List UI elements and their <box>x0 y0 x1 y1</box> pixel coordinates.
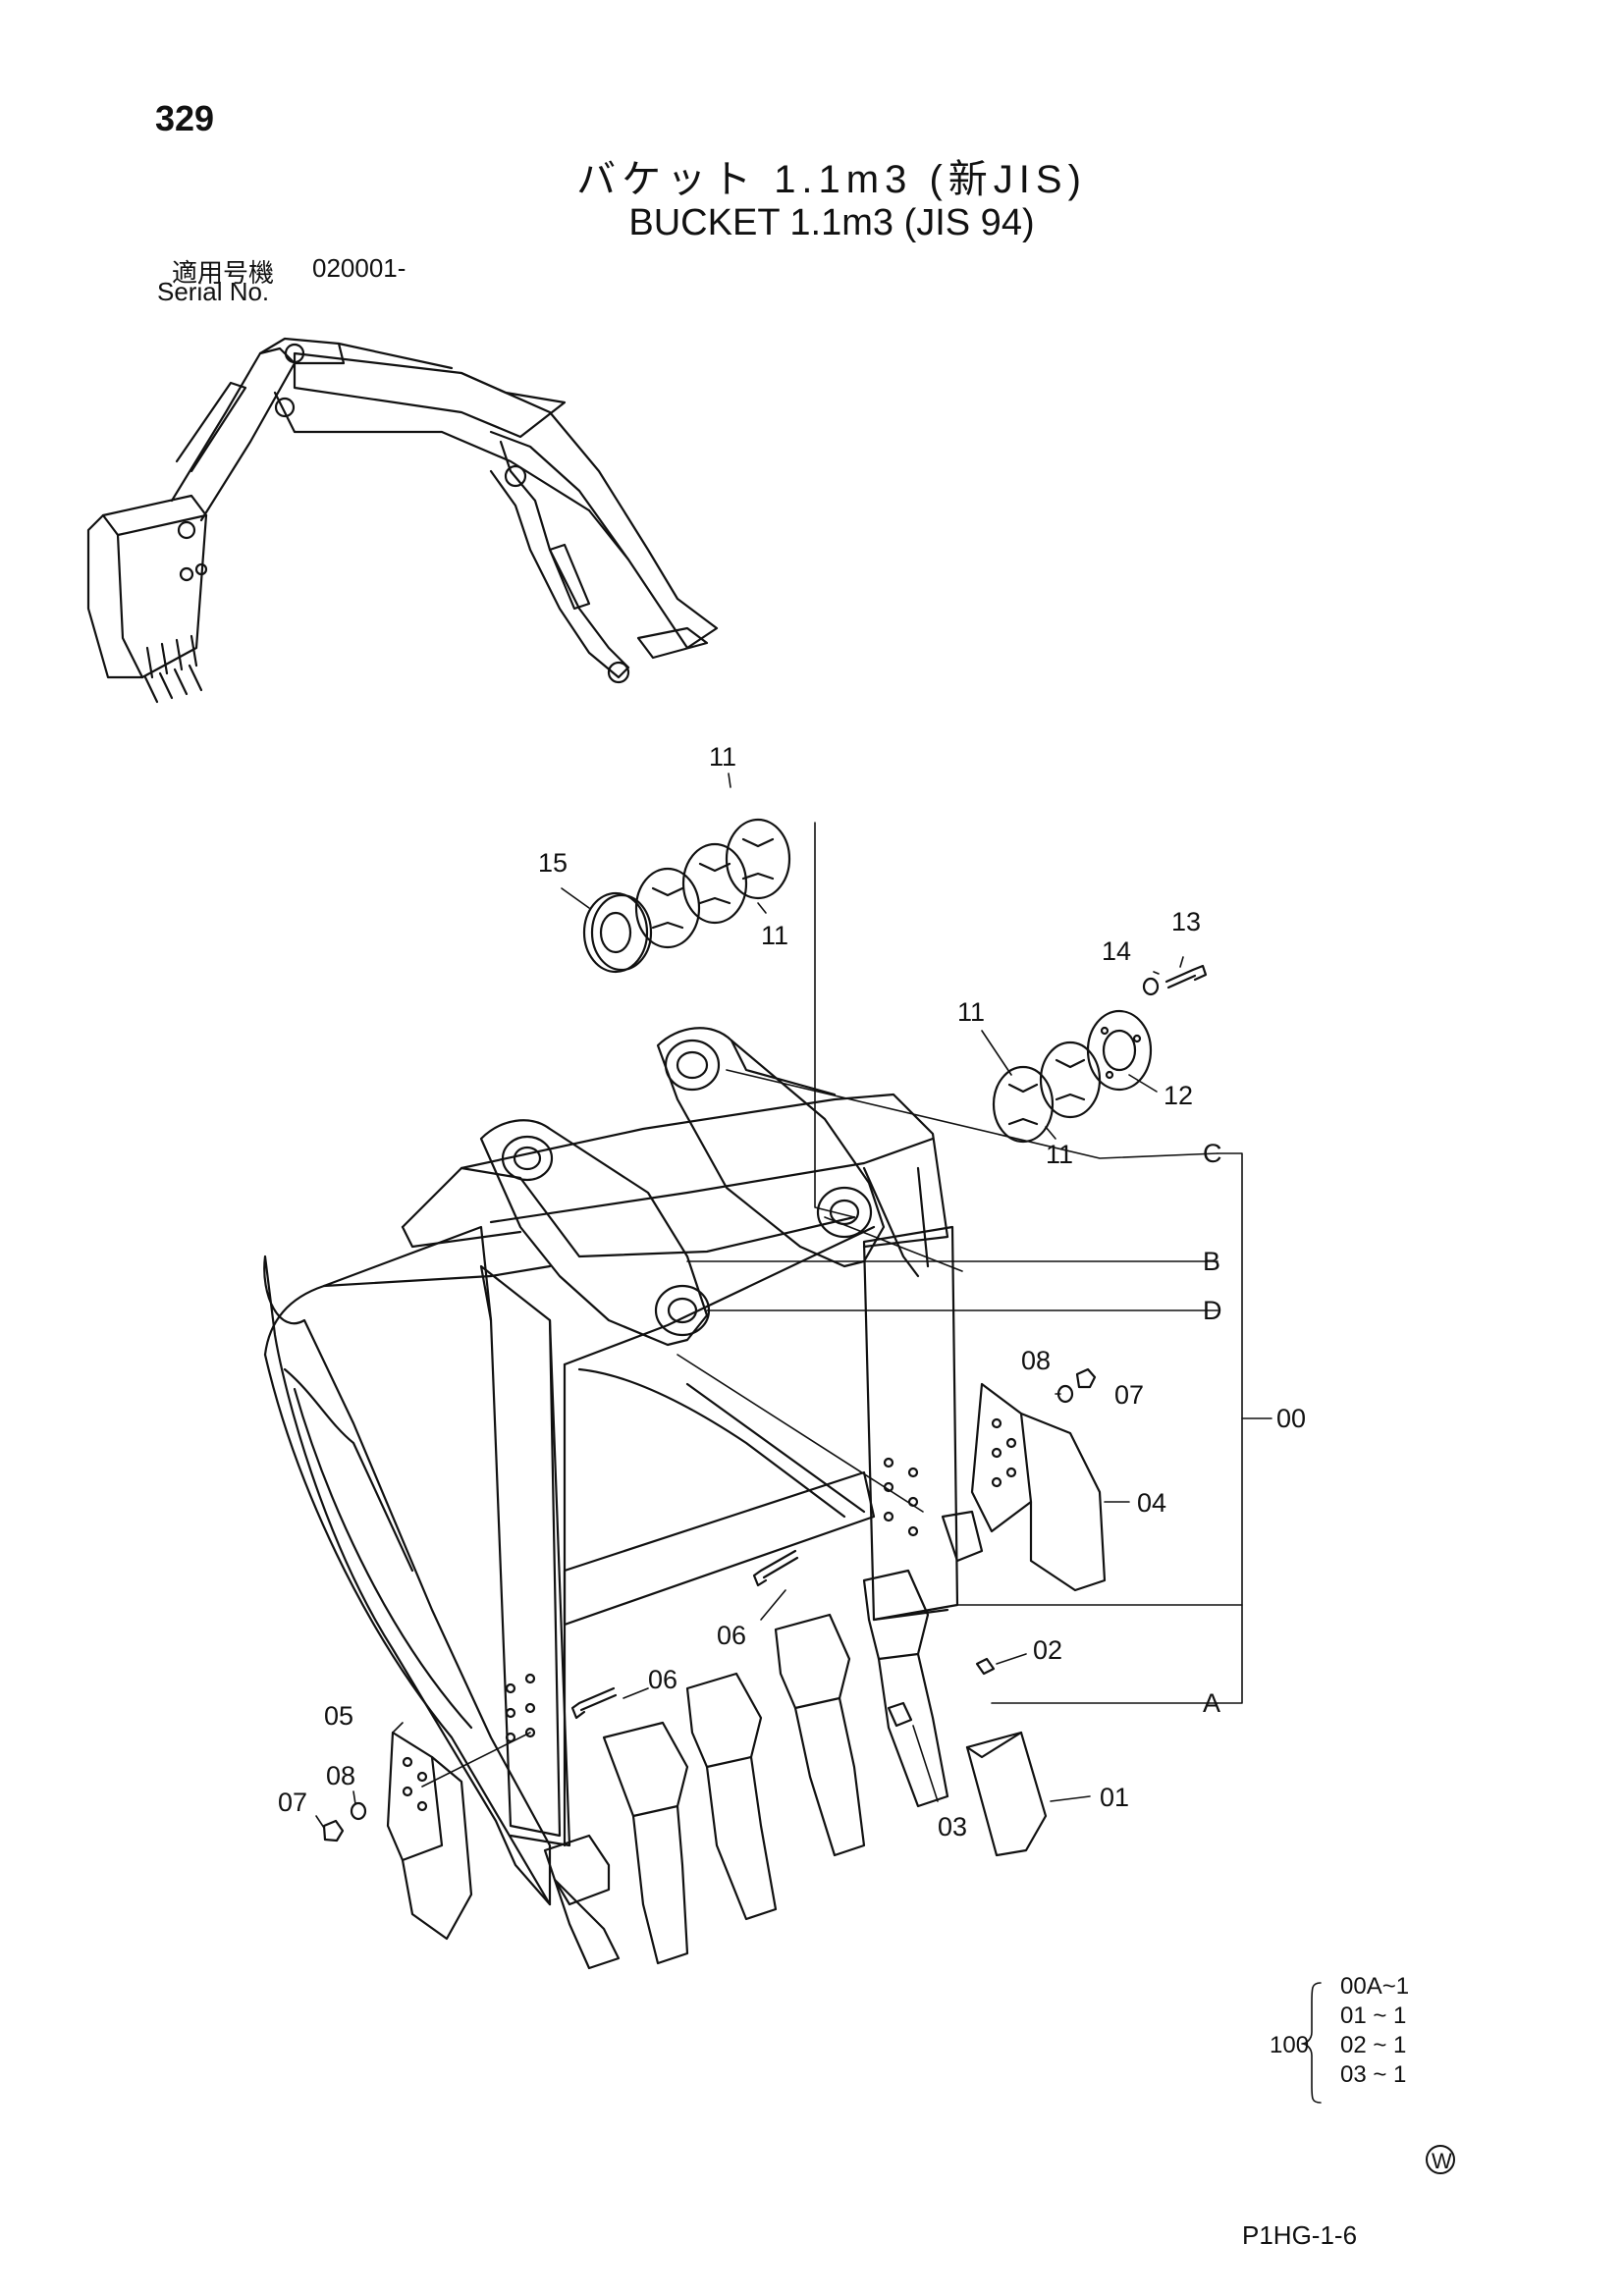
watermark-letter: W <box>1432 2149 1452 2173</box>
part-07-nut-left <box>322 1819 345 1842</box>
callout-D: D <box>1203 1296 1222 1325</box>
part-08-washer-left <box>350 1801 367 1821</box>
callout-11-right: 11 <box>957 997 985 1027</box>
part-01-tooth <box>965 1731 1048 1857</box>
title-japanese: バケット 1.1m3 (新JIS) <box>576 158 1087 201</box>
footer-code: P1HG-1-6 <box>1242 2220 1358 2250</box>
watermark-mark: W <box>1426 2145 1455 2174</box>
part-04-side-cutter <box>970 1382 1107 1592</box>
part-11-shims-upper <box>634 818 791 949</box>
callout-01: 01 <box>1100 1783 1129 1812</box>
serial-label-japanese: 適用号機 <box>172 258 275 288</box>
part-06-bolt-center <box>752 1549 799 1587</box>
callout-04: 04 <box>1137 1488 1166 1518</box>
part-12-plate <box>1086 1009 1153 1092</box>
callout-00: 00 <box>1276 1404 1306 1433</box>
bucket-teeth <box>543 1510 984 1970</box>
callout-11-top: 11 <box>709 742 736 772</box>
callout-B: B <box>1203 1247 1220 1276</box>
page-number: 329 <box>155 98 215 138</box>
part-06-bolt-left <box>570 1686 618 1720</box>
part-03-lock <box>887 1701 913 1728</box>
part-13-bolt <box>1164 964 1208 989</box>
kit-item: 03 ~ 1 <box>1340 2061 1407 2088</box>
part-11-shims-right <box>992 1041 1102 1144</box>
callout-11-lower: 11 <box>1046 1140 1073 1169</box>
callout-12: 12 <box>1164 1081 1193 1110</box>
callout-06-left: 06 <box>648 1665 677 1694</box>
callout-08-right: 08 <box>1021 1346 1051 1375</box>
callout-07-left: 07 <box>278 1788 307 1817</box>
bucket-assembly-illustration <box>263 1027 984 1970</box>
callout-08-left: 08 <box>326 1761 355 1790</box>
title-english: BUCKET 1.1m3 (JIS 94) <box>628 202 1035 243</box>
serial-label-english: Serial No. <box>157 277 270 306</box>
callout-05: 05 <box>324 1701 353 1731</box>
callout-06-center: 06 <box>717 1621 746 1650</box>
callout-A: A <box>1203 1688 1220 1718</box>
callout-13: 13 <box>1171 907 1201 936</box>
callout-03: 03 <box>938 1812 967 1842</box>
callout-02: 02 <box>1033 1635 1062 1665</box>
part-15-washer <box>582 891 653 974</box>
kit-item: 01 ~ 1 <box>1340 2002 1407 2029</box>
callout-07-right: 07 <box>1114 1380 1144 1410</box>
excavator-overview-illustration <box>86 337 719 704</box>
serial-value: 020001- <box>312 253 406 283</box>
part-02-pin <box>975 1657 996 1676</box>
part-05-side-cutter <box>386 1731 473 1941</box>
callout-11-upper: 11 <box>761 921 788 950</box>
kit-total-number: 100 <box>1270 2032 1310 2058</box>
kit-item: 02 ~ 1 <box>1340 2032 1407 2058</box>
part-14-washer <box>1142 977 1160 996</box>
part-07-nut-right <box>1075 1367 1097 1389</box>
callout-labels: 11 15 11 13 14 11 12 11 C B D 00 08 07 0… <box>278 742 1306 1842</box>
callout-15: 15 <box>538 848 568 878</box>
kit-item: 00A~1 <box>1340 1973 1410 2000</box>
callout-C: C <box>1203 1139 1222 1168</box>
callout-14: 14 <box>1102 936 1131 966</box>
